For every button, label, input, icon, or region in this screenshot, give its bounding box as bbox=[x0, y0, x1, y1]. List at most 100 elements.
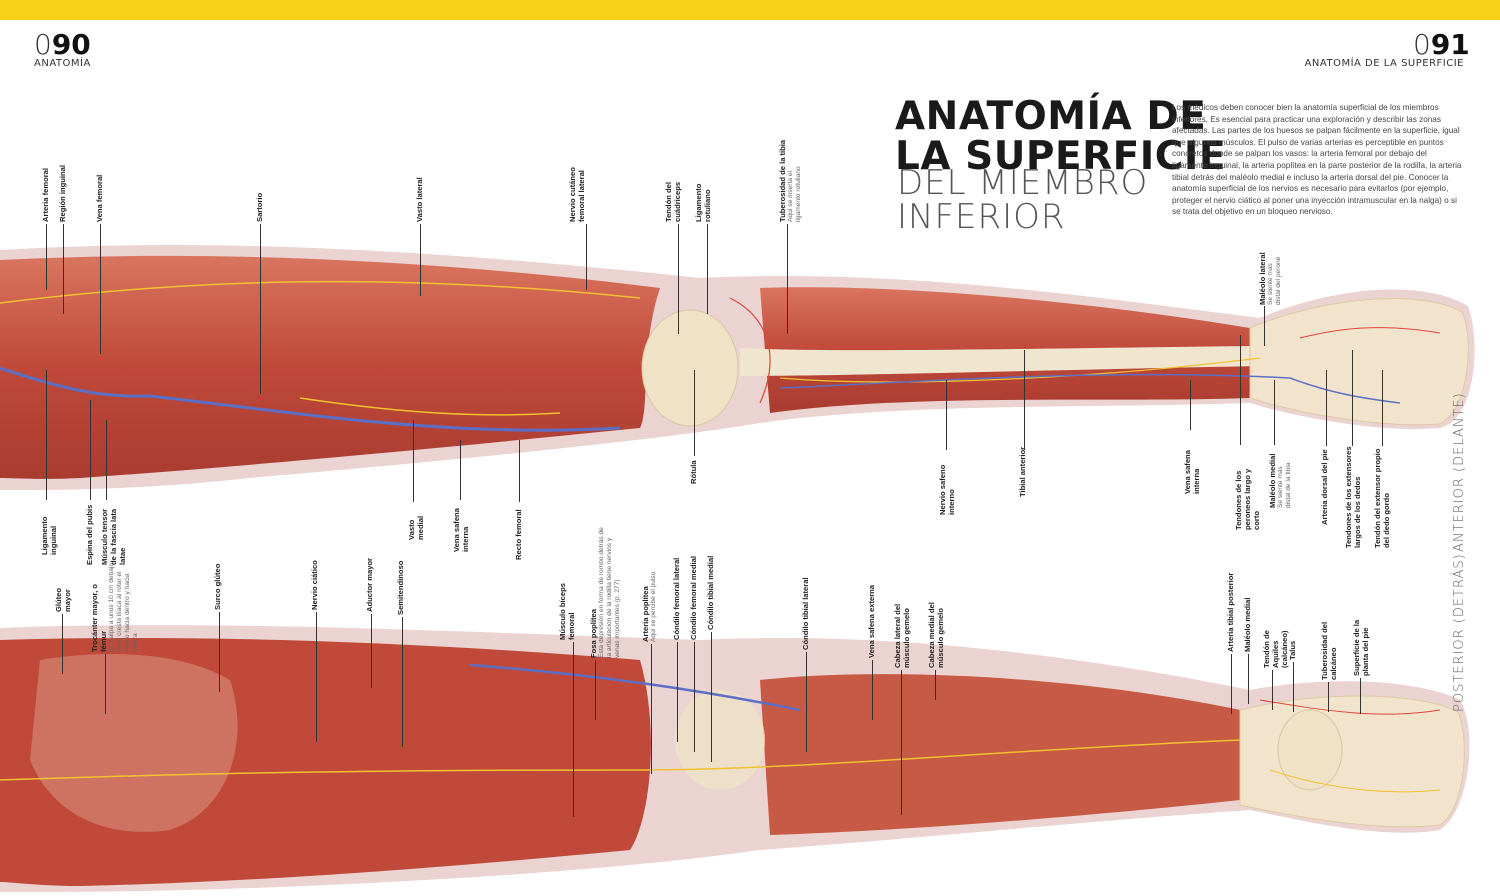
label-tendones-extensores: Tendones de los extensores largos de los… bbox=[1344, 446, 1362, 548]
label-vena-safena-interna-1: Vena safena interna bbox=[452, 508, 470, 552]
label-nervio-ciatico: Nervio ciático bbox=[310, 560, 319, 610]
leader-line bbox=[260, 224, 261, 394]
label-tendon-aquiles: Tendón de Aquiles (calcáneo) bbox=[1262, 630, 1289, 668]
leader-line bbox=[694, 642, 695, 752]
leader-line bbox=[1328, 682, 1329, 712]
leader-line bbox=[573, 642, 574, 817]
leader-line bbox=[806, 652, 807, 752]
label-condilo-femoral-lateral: Cóndilo femoral lateral bbox=[672, 557, 681, 640]
leader-line bbox=[90, 400, 91, 500]
leader-line bbox=[1024, 350, 1025, 450]
leader-line bbox=[1240, 335, 1241, 445]
label-cabeza-lateral-gemelo: Cabeza lateral del músculo gemelo bbox=[893, 603, 911, 668]
leader-line bbox=[371, 614, 372, 688]
label-ligamento-rotuliano: Ligamento rotuliano bbox=[694, 183, 712, 222]
label-arteria-dorsal: Arteria dorsal del pie bbox=[1320, 449, 1329, 525]
label-talus: Talus bbox=[1288, 640, 1297, 660]
label-aductor-mayor: Aductor mayor bbox=[365, 557, 374, 612]
label-condilo-tibial-medial: Cóndilo tibial medial bbox=[706, 555, 715, 630]
leader-line bbox=[420, 224, 421, 296]
label-sartorio: Sartorio bbox=[255, 192, 264, 222]
left-page-number: 090 bbox=[34, 28, 91, 61]
label-tendon-extensor-gordo: Tendón del extensor propio del dedo gord… bbox=[1373, 448, 1391, 548]
leader-line bbox=[219, 612, 220, 692]
label-rotula: Rótula bbox=[689, 460, 698, 484]
leader-line bbox=[1272, 670, 1273, 710]
right-page-number: 091 bbox=[1413, 28, 1470, 61]
leader-line bbox=[694, 370, 695, 456]
intro-paragraph: Los médicos deben conocer bien la anatom… bbox=[1172, 103, 1462, 217]
leader-line bbox=[1382, 370, 1383, 446]
leader-line bbox=[787, 224, 788, 334]
label-arteria-tibial-posterior: Arteria tibial posterior bbox=[1226, 572, 1235, 652]
label-nervio-safeno: Nervio safeno interno bbox=[938, 464, 956, 515]
anterior-leg-illustration bbox=[0, 245, 1475, 490]
leader-line bbox=[460, 440, 461, 500]
leader-line bbox=[1326, 370, 1327, 446]
leader-line bbox=[62, 614, 63, 674]
leader-line bbox=[63, 224, 64, 314]
label-tendon-cuadriceps: Tendón del cuádriceps bbox=[664, 181, 682, 222]
leader-line bbox=[1274, 380, 1275, 445]
leader-line bbox=[100, 224, 101, 354]
leader-line bbox=[677, 642, 678, 742]
label-vena-femoral: Vena femoral bbox=[95, 174, 104, 222]
leader-line bbox=[46, 370, 47, 500]
leader-line bbox=[1352, 350, 1353, 446]
leader-line bbox=[413, 420, 414, 502]
leader-line bbox=[402, 617, 403, 747]
leader-line bbox=[586, 224, 587, 290]
leader-line bbox=[1264, 306, 1265, 346]
leader-line bbox=[946, 380, 947, 450]
leader-line bbox=[707, 224, 708, 314]
leader-line bbox=[935, 670, 936, 700]
leader-line bbox=[901, 670, 902, 815]
page-title: ANATOMÍA DE LA SUPERFICIE bbox=[895, 94, 1227, 179]
label-region-inguinal: Región inguinal bbox=[58, 165, 67, 222]
label-superficie-planta: Superficie de la planta del pie bbox=[1352, 619, 1370, 676]
leader-line bbox=[106, 420, 107, 500]
label-condilo-tibial-lateral: Cóndilo tibial lateral bbox=[801, 577, 810, 650]
leader-line bbox=[678, 224, 679, 334]
label-arteria-femoral: Arteria femoral bbox=[41, 167, 50, 222]
label-nervio-cutaneo: Nervio cutáneo femoral lateral bbox=[568, 167, 586, 222]
label-biceps-femoral: Músculo bíceps femoral bbox=[558, 583, 576, 640]
leader-line bbox=[46, 224, 47, 290]
label-vena-safena-externa: Vena safena externa bbox=[867, 584, 876, 658]
leader-line bbox=[105, 654, 106, 714]
accent-bar bbox=[0, 0, 1500, 20]
posterior-leg-illustration bbox=[0, 625, 1470, 892]
leader-line bbox=[1248, 654, 1249, 704]
leader-line bbox=[711, 632, 712, 762]
label-vasto-medial: Vasto medial bbox=[407, 515, 425, 540]
label-condilo-femoral-medial: Cóndilo femoral medial bbox=[689, 556, 698, 640]
leader-line bbox=[595, 660, 596, 720]
anterior-view-label: ANTERIOR (DELANTE) bbox=[1452, 392, 1467, 552]
leader-line bbox=[519, 440, 520, 502]
leader-line bbox=[651, 644, 652, 774]
leader-line bbox=[1293, 662, 1294, 712]
right-section-title: ANATOMÍA DE LA SUPERFICIE bbox=[1304, 58, 1464, 69]
label-gluteo-mayor: Glúteo mayor bbox=[54, 587, 72, 612]
left-section-title: ANATOMÍA bbox=[34, 58, 91, 69]
posterior-view-label: POSTERIOR (DETRÁS) bbox=[1452, 553, 1467, 712]
label-vasto-lateral: Vasto lateral bbox=[415, 177, 424, 222]
label-recto-femoral: Recto femoral bbox=[514, 509, 523, 560]
label-tibial-anterior: Tibial anterior bbox=[1018, 446, 1027, 497]
label-espina-pubis: Espina del pubis bbox=[85, 504, 94, 565]
leader-line bbox=[1360, 678, 1361, 714]
label-tuberosidad-calcaneo: Tuberosidad del calcáneo bbox=[1320, 621, 1338, 680]
label-ligamento-inguinal: Ligamento inguinal bbox=[40, 516, 58, 555]
leader-line bbox=[316, 612, 317, 742]
leader-line bbox=[1190, 380, 1191, 430]
leader-line bbox=[872, 660, 873, 720]
label-tendones-peroneos: Tendones de los peroneos largo y corto bbox=[1234, 468, 1261, 530]
label-tensor-fascia: Músculo tensor de la fascia lata latae bbox=[100, 508, 127, 565]
label-maleolo-medial-post: Maléolo medial bbox=[1243, 597, 1252, 652]
